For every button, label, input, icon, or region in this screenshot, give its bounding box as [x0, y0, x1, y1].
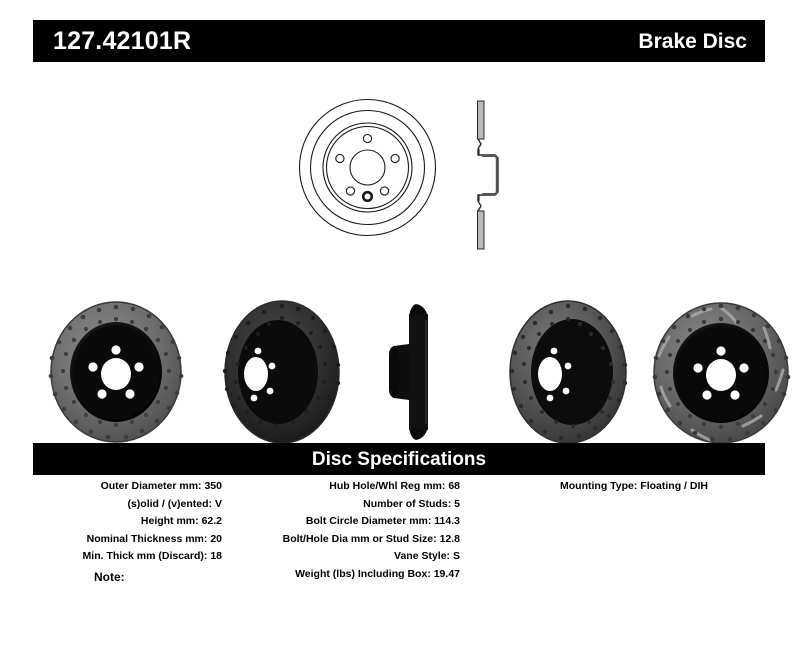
spec-row: Number of Studs: 5 — [238, 496, 460, 514]
spec-row: Bolt Circle Diameter mm: 114.3 — [238, 513, 460, 531]
spec-value: 350 — [204, 480, 222, 492]
spec-value: 5 — [454, 497, 460, 510]
spec-label: Min. Thick mm (Discard): — [82, 550, 208, 562]
spec-row: Hub Hole/Whl Reg mm: 68 — [238, 478, 460, 496]
spec-value: Floating / DIH — [640, 480, 708, 492]
rotor-photo-edge-on — [389, 304, 428, 440]
spec-value: 18 — [210, 550, 222, 562]
spec-column-middle: Hub Hole/Whl Reg mm: 68 Number of Studs:… — [238, 478, 460, 583]
spec-value: 62.2 — [201, 515, 222, 527]
part-number: 127.42101R — [53, 26, 192, 55]
note-block: Note: — [94, 570, 129, 584]
product-photo-row — [20, 298, 791, 446]
rotor-photo-angled-right — [509, 300, 628, 444]
rotor-photo-front-drilled — [48, 301, 184, 443]
spec-row: Weight (lbs) Including Box: 19.47 — [238, 566, 460, 584]
spec-row: Nominal Thickness mm: 20 — [0, 531, 222, 549]
spec-label: Bolt/Hole Dia mm or Stud Size: — [282, 532, 437, 545]
rotor-face-line-drawing — [298, 98, 437, 237]
spec-label: Outer Diameter mm: — [100, 480, 202, 492]
spec-label: (s)olid / (v)ented: — [127, 497, 213, 510]
spec-label: Mounting Type: — [560, 480, 638, 492]
spec-banner-title: Disc Specifications — [311, 448, 487, 470]
page-title: Brake Disc — [638, 29, 747, 53]
spec-label: Nominal Thickness mm: — [86, 532, 208, 545]
rotor-photo-angled-left — [222, 300, 341, 444]
header-bar: 127.42101R Brake Disc — [33, 20, 765, 62]
spec-value: S — [452, 550, 460, 562]
spec-row: Bolt/Hole Dia mm or Stud Size: 12.8 — [238, 531, 460, 549]
spec-label: Height mm: — [140, 515, 199, 527]
spec-label: Vane Style: — [394, 550, 451, 562]
spec-label: Bolt Circle Diameter mm: — [305, 515, 432, 527]
spec-label: Hub Hole/Whl Reg mm: — [329, 480, 446, 492]
note-label: Note: — [94, 570, 125, 584]
spec-value: V — [214, 497, 222, 510]
spec-value: 114.3 — [434, 515, 460, 527]
spec-value: 20 — [210, 532, 222, 545]
rotor-cross-section-line-drawing — [477, 100, 499, 250]
spec-label: Weight (lbs) Including Box: — [295, 567, 431, 580]
spec-row: Min. Thick mm (Discard): 18 — [0, 548, 222, 566]
spec-row: Mounting Type: Floating / DIH — [560, 478, 790, 496]
spec-value: 19.47 — [433, 567, 460, 580]
spec-row: Height mm: 62.2 — [0, 513, 222, 531]
rotor-photo-drilled-slotted — [652, 302, 791, 444]
spec-row: Outer Diameter mm: 350 — [0, 478, 222, 496]
spec-value: 12.8 — [439, 532, 460, 545]
spec-value: 68 — [448, 480, 460, 492]
spec-column-left: Outer Diameter mm: 350 (s)olid / (v)ente… — [0, 478, 222, 566]
spec-row: Vane Style: S — [238, 548, 460, 566]
spec-banner: Disc Specifications — [33, 443, 765, 475]
spec-column-right: Mounting Type: Floating / DIH — [560, 478, 790, 496]
spec-row: (s)olid / (v)ented: V — [0, 496, 222, 514]
technical-drawings — [33, 95, 765, 270]
spec-label: Number of Studs: — [363, 497, 452, 510]
